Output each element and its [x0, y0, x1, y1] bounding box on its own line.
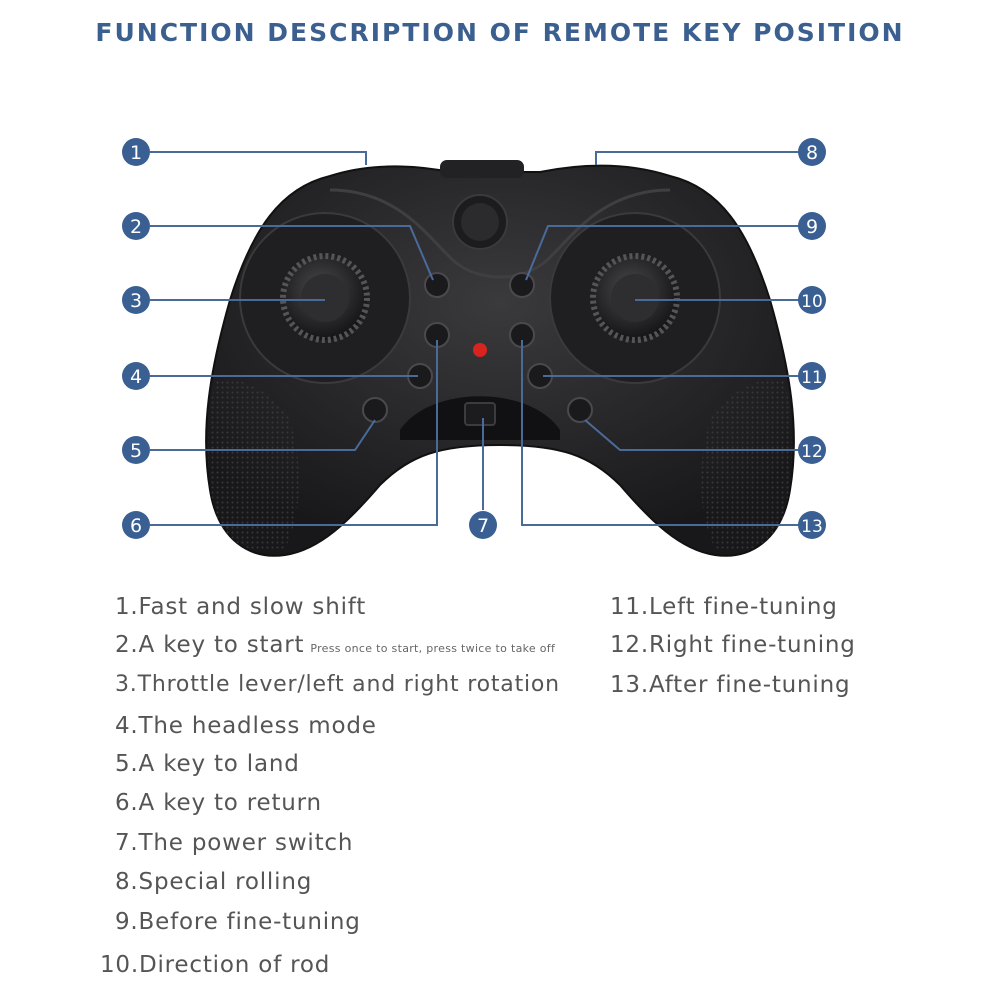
svg-text:1: 1	[130, 142, 142, 164]
function-item: 8.Special rolling	[115, 869, 312, 895]
svg-text:12: 12	[801, 442, 823, 462]
land-key	[362, 397, 388, 423]
before-fine-tune-key	[509, 272, 535, 298]
function-item: 3.Throttle lever/left and right rotation	[115, 672, 560, 697]
callout-11: 11	[798, 362, 826, 390]
callout-13: 13	[798, 511, 826, 539]
function-list-right: 11.Left fine-tuning 12.Right fine-tuning…	[600, 0, 1000, 1000]
remote-diagram: 1 2 3 4 5 6 7 8 9 10 11 12 13	[122, 138, 826, 557]
callout-7: 7	[469, 511, 497, 539]
leader-lines	[150, 151, 810, 526]
start-key	[424, 272, 450, 298]
callout-1: 1	[122, 138, 150, 166]
callout-12: 12	[798, 436, 826, 464]
page-title: FUNCTION DESCRIPTION OF REMOTE KEY POSIT…	[95, 18, 905, 47]
function-text: 9.Before fine-tuning	[115, 909, 361, 935]
function-item: 10.Direction of rod	[100, 952, 330, 978]
left-stick	[239, 212, 411, 384]
function-item: 13.After fine-tuning	[610, 672, 850, 698]
svg-text:3: 3	[130, 290, 142, 312]
power-switch	[464, 402, 496, 426]
callout-9: 9	[798, 212, 826, 240]
svg-text:6: 6	[130, 515, 142, 537]
function-text: 8.Special rolling	[115, 869, 313, 895]
function-text: 12.Right fine-tuning	[610, 632, 856, 658]
svg-text:2: 2	[130, 216, 142, 238]
function-item: 1.Fast and slow shift	[115, 594, 366, 620]
function-item: 5.A key to land	[115, 751, 300, 777]
svg-text:8: 8	[806, 142, 818, 164]
function-text: 10.Direction of rod	[100, 952, 331, 978]
svg-text:10: 10	[801, 292, 823, 312]
right-stick	[549, 212, 721, 384]
callout-3: 3	[122, 286, 150, 314]
svg-text:7: 7	[477, 515, 489, 537]
function-text: 1.Fast and slow shift	[115, 594, 367, 620]
function-item: 6.A key to return	[115, 790, 322, 816]
function-text: 3.Throttle lever/left and right rotation	[115, 672, 560, 697]
power-led	[473, 343, 487, 357]
callout-badges: 1 2 3 4 5 6 7 8 9 10 11 12 13	[122, 138, 826, 539]
function-note: Press once to start, press twice to take…	[310, 642, 556, 655]
svg-text:5: 5	[130, 440, 142, 462]
function-text: 6.A key to return	[115, 790, 322, 816]
function-list-left: 1.Fast and slow shift 2.A key to start Pr…	[100, 594, 560, 978]
callout-6: 6	[122, 511, 150, 539]
callout-10: 10	[798, 286, 826, 314]
function-item: 2.A key to start Press once to start, pre…	[115, 632, 555, 658]
function-text: 2.A key to start	[115, 632, 305, 658]
callout-4: 4	[122, 362, 150, 390]
right-grip	[700, 379, 793, 552]
function-item: 11.Left fine-tuning	[610, 594, 838, 620]
function-text: 5.A key to land	[115, 751, 300, 777]
remote-controller	[205, 160, 795, 557]
function-text: 11.Left fine-tuning	[610, 594, 838, 620]
top-shift-key	[440, 160, 524, 178]
right-fine-tune-key	[567, 397, 593, 423]
function-text: 4.The headless mode	[115, 713, 377, 739]
svg-text:13: 13	[801, 517, 823, 537]
callout-5: 5	[122, 436, 150, 464]
function-item: 12.Right fine-tuning	[610, 632, 856, 658]
callout-8: 8	[798, 138, 826, 166]
svg-text:9: 9	[806, 216, 818, 238]
function-text: 7.The power switch	[115, 830, 354, 856]
callout-2: 2	[122, 212, 150, 240]
function-item: 7.The power switch	[115, 830, 353, 856]
svg-text:11: 11	[801, 368, 823, 388]
function-item: 9.Before fine-tuning	[115, 909, 361, 935]
left-grip	[207, 379, 300, 552]
svg-text:4: 4	[130, 366, 142, 388]
function-item: 4.The headless mode	[115, 713, 377, 739]
function-text: 13.After fine-tuning	[610, 672, 851, 698]
